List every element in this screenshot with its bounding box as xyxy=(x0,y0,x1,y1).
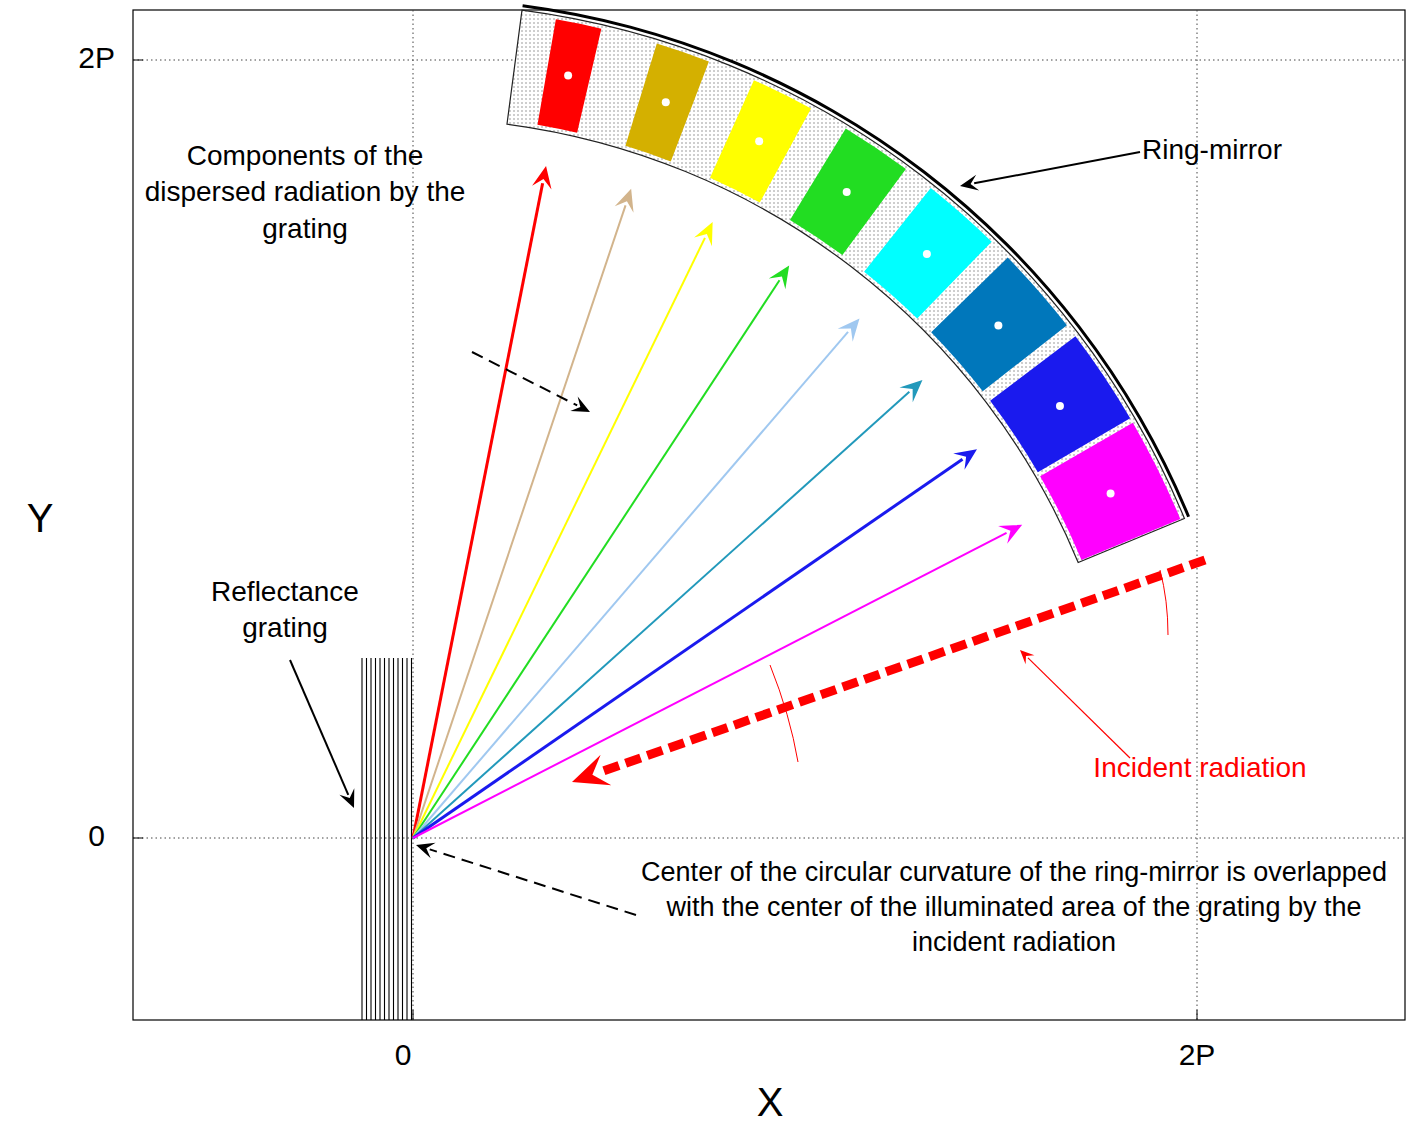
leader-arrow xyxy=(1020,650,1130,758)
axis-tick xyxy=(133,838,143,839)
plot-frame xyxy=(133,10,1405,1020)
dispersed-ray xyxy=(413,166,551,838)
tick-label: 0 xyxy=(55,816,105,855)
tick-label: 0 xyxy=(378,1035,428,1074)
leader-arrow xyxy=(290,660,354,808)
dispersed-ray xyxy=(413,380,922,838)
leader-arrow xyxy=(472,352,590,412)
leader-arrow xyxy=(416,843,636,915)
axis-title: Y xyxy=(15,492,65,544)
axis-tick xyxy=(1197,1010,1198,1020)
grating xyxy=(362,658,412,1020)
dispersed-ray xyxy=(413,525,1022,838)
callout-text: Reflectance grating xyxy=(170,574,400,647)
callout-text: Ring-mirror xyxy=(1142,132,1362,168)
tick-label: 2P xyxy=(1160,1035,1234,1074)
grid-line xyxy=(133,838,1405,839)
tick-label: 2P xyxy=(55,38,115,77)
angle-arc xyxy=(1160,570,1168,635)
incident-beam xyxy=(572,560,1205,785)
dispersed-ray xyxy=(413,222,713,838)
angle-arc xyxy=(770,665,798,762)
leader-arrow xyxy=(960,152,1140,191)
axis-tick xyxy=(413,1010,414,1020)
axis-tick xyxy=(133,60,143,61)
callout-text: Center of the circular curvature of the … xyxy=(626,855,1402,960)
axis-title: X xyxy=(740,1076,800,1128)
grid-line xyxy=(133,60,1405,61)
ring-mirror xyxy=(507,4,1190,562)
dispersed-ray xyxy=(413,449,977,838)
callout-text: Components of the dispersed radiation by… xyxy=(140,138,470,247)
callout-text: Incident radiation xyxy=(1090,750,1310,786)
